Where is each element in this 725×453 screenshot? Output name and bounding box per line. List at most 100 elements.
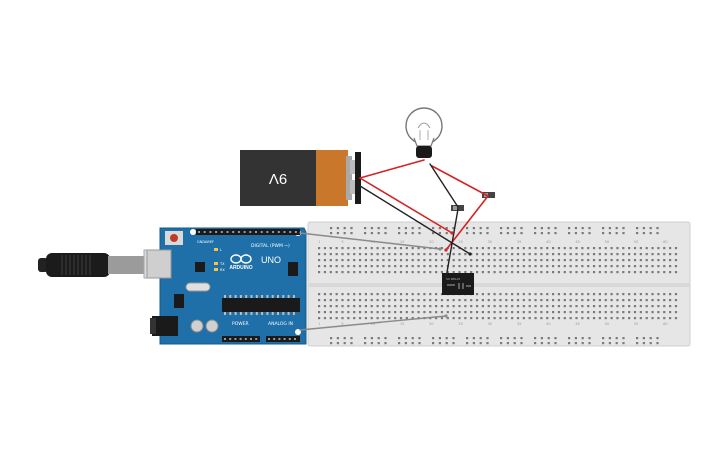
breadboard-hole [622, 299, 625, 302]
wire-gray-digital-to-relay[interactable] [299, 232, 441, 250]
breadboard-hole [587, 317, 590, 320]
header-pin [266, 231, 269, 233]
breadboard-rail-hole [479, 342, 482, 345]
dc-power-jack [152, 316, 178, 336]
breadboard-hole [370, 271, 373, 274]
icsp-header [288, 262, 298, 276]
breadboard-hole [429, 311, 432, 314]
breadboard-hole [475, 253, 479, 256]
breadboard-hole [604, 259, 607, 262]
breadboard-column-number: 5 [341, 240, 343, 244]
breadboard-rail-hole [336, 337, 339, 340]
header-pin [229, 338, 232, 340]
breadboard-rail-hole [581, 232, 584, 235]
breadboard-hole [604, 271, 607, 274]
chip-pin [292, 295, 295, 298]
breadboard-hole [376, 271, 379, 274]
breadboard-rail-hole [513, 342, 516, 345]
breadboard-hole [645, 271, 648, 274]
light-bulb[interactable] [405, 107, 443, 158]
slide-switch[interactable] [451, 205, 464, 211]
breadboard-rail-hole [615, 337, 618, 340]
breadboard-hole [511, 247, 514, 250]
chip-pin [255, 295, 258, 298]
breadboard-hole [546, 311, 549, 314]
breadboard-hole [388, 305, 391, 308]
header-pin [220, 231, 223, 233]
arduino-uno[interactable]: DIGITAL (PWM ~) AREF GND L TX RX ARDUINO… [146, 227, 307, 345]
chip-pin [234, 295, 237, 298]
breadboard-hole [411, 265, 414, 268]
breadboard-hole [651, 271, 654, 274]
reset-button-cap[interactable] [170, 234, 178, 242]
wire-black-bulb-to-switch[interactable] [429, 163, 459, 208]
chip-pin [282, 295, 285, 298]
battery-cap [346, 156, 352, 200]
breadboard-hole [633, 271, 637, 274]
breadboard-rail-hole [343, 232, 346, 235]
breadboard-rail-hole [554, 232, 557, 235]
battery-9v[interactable]: 9V [240, 150, 361, 206]
breadboard-hole [563, 265, 566, 268]
chip-pin [239, 295, 242, 298]
breadboard-hole [592, 311, 596, 314]
breadboard-hole [452, 265, 455, 268]
breadboard-hole [452, 259, 455, 262]
breadboard-hole [616, 293, 619, 296]
breadboard-hole [341, 293, 344, 296]
breadboard-hole [633, 247, 637, 250]
breadboard-hole [341, 311, 344, 314]
breadboard-hole [575, 259, 578, 262]
breadboard-hole [557, 299, 561, 302]
breadboard-hole [645, 259, 648, 262]
slide-switch[interactable] [482, 192, 495, 198]
breadboard-hole [610, 305, 613, 308]
relay[interactable]: 5V RELAY [442, 273, 474, 295]
header-pin [283, 338, 286, 340]
header-pin [239, 338, 242, 340]
header-pin [294, 338, 296, 340]
breadboard-rail-hole [486, 342, 489, 345]
breadboard-hole [645, 265, 648, 268]
breadboard-rail-hole [472, 232, 475, 235]
led-tx [214, 262, 218, 265]
breadboard-rail-hole [554, 342, 557, 345]
breadboard-hole [557, 271, 561, 274]
breadboard-hole [358, 253, 362, 256]
breadboard-hole [470, 311, 473, 314]
breadboard-hole [633, 311, 637, 314]
breadboard-rail-hole [608, 232, 611, 235]
breadboard-hole [581, 259, 584, 262]
breadboard-hole [534, 311, 537, 314]
breadboard-hole [663, 253, 666, 256]
breadboard[interactable]: 1155101015152020252530303535404045455050… [307, 221, 691, 347]
breadboard-hole [464, 253, 467, 256]
breadboard-hole [323, 265, 327, 268]
chip-pin [224, 295, 226, 298]
breadboard-hole [475, 271, 479, 274]
breadboard-hole [323, 317, 327, 320]
wire-red-battery-to-bulb[interactable] [359, 159, 425, 179]
breadboard-hole [475, 299, 479, 302]
chip-pin [287, 312, 290, 315]
breadboard-hole [616, 259, 619, 262]
breadboard-hole [423, 265, 426, 268]
wire-gray-ground-to-breadboard[interactable] [299, 315, 447, 331]
breadboard-hole [323, 271, 327, 274]
wire-red-bulb-to-switch[interactable] [431, 165, 489, 197]
breadboard-hole [470, 265, 473, 268]
breadboard-hole [487, 247, 490, 250]
breadboard-hole [347, 293, 350, 296]
crystal-oscillator [185, 282, 211, 292]
wire-black-switch-to-relay[interactable] [445, 208, 459, 279]
wire-red-battery-to-breadboard[interactable] [359, 177, 453, 234]
breadboard-rail-hole [432, 337, 435, 340]
breadboard-hole [423, 253, 426, 256]
led-rx-label: RX [220, 268, 225, 272]
breadboard-hole [505, 271, 508, 274]
breadboard-rail-hole [649, 337, 652, 340]
breadboard-column-number: 1 [318, 240, 320, 244]
breadboard-hole [511, 265, 514, 268]
breadboard-hole [592, 299, 596, 302]
breadboard-hole [557, 317, 561, 320]
